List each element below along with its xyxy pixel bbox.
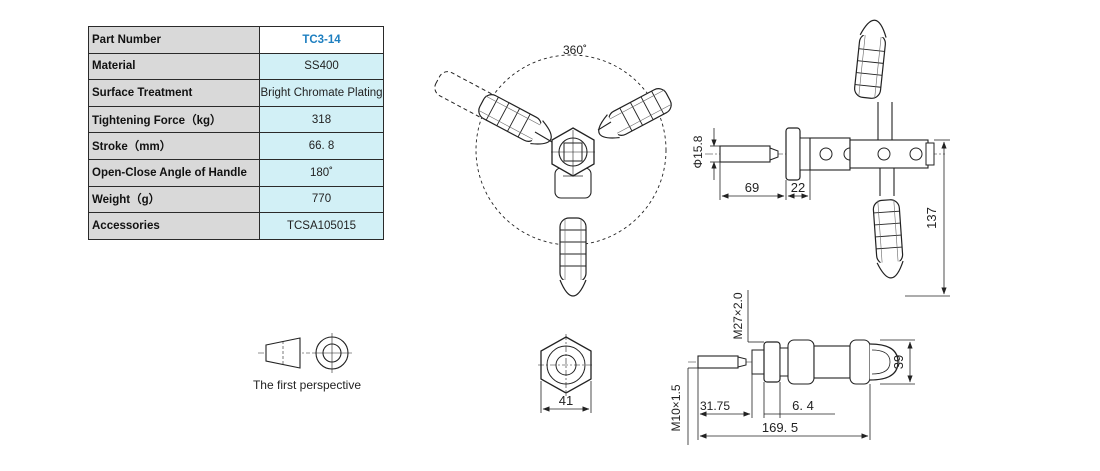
bottom-view: M27×2.0 39 M10×1.5 31.75 6. 4 169. 5 (669, 290, 915, 445)
bottom-handle-end (869, 343, 899, 381)
spec-value: 66. 8 (259, 132, 384, 160)
hex-end-view: 41 (538, 334, 594, 413)
dim-31-75: 31.75 (700, 399, 730, 413)
bottom-nut (763, 341, 781, 383)
side-view: Φ15.8 69 22 137 (691, 18, 950, 297)
dim-diameter: Φ15.8 (691, 135, 705, 168)
spec-row-force: Tightening Force（kg）318 (88, 105, 384, 134)
dim-69: 69 (745, 180, 759, 195)
spec-value: 318 (259, 105, 384, 134)
dim-137: 137 (924, 207, 939, 229)
spec-value: Bright Chromate Plating (259, 79, 384, 107)
spec-value: SS400 (259, 52, 384, 81)
spec-label: Part Number (88, 26, 260, 54)
lock-nut (785, 127, 801, 181)
front-view: 360˚ (431, 43, 675, 297)
spec-label: Accessories (88, 212, 260, 240)
rotation-circle (475, 54, 667, 246)
spec-value: 770 (259, 185, 384, 214)
dim-169-5: 169. 5 (762, 420, 798, 435)
spec-row-weight: Weight（g）770 (88, 185, 384, 214)
projection-caption: The first perspective (253, 378, 361, 392)
rotation-label: 360˚ (563, 43, 587, 57)
grip-left (475, 90, 558, 152)
dim-39: 39 (891, 355, 906, 369)
bottom-plunger (697, 355, 739, 369)
dim-hex-width: 41 (559, 393, 573, 408)
dim-6-4: 6. 4 (792, 398, 814, 413)
spec-label: Stroke（mm） (88, 132, 260, 160)
spec-label: Tightening Force（kg） (88, 105, 260, 134)
grip-right (592, 84, 675, 146)
dim-22: 22 (791, 180, 805, 195)
spec-label: Surface Treatment (88, 79, 260, 107)
plunger (719, 145, 771, 163)
grip-bottom (559, 217, 587, 297)
handle-open (853, 18, 889, 100)
spec-label: Open-Close Angle of Handle (88, 158, 260, 187)
spec-value: TCSA105015 (259, 212, 384, 240)
spec-row-stroke: Stroke（mm）66. 8 (88, 132, 384, 160)
dim-thread-small: M10×1.5 (669, 384, 683, 431)
dim-thread-large: M27×2.0 (731, 292, 745, 339)
handle-closed (872, 198, 905, 280)
projection-symbol: The first perspective (253, 333, 361, 392)
